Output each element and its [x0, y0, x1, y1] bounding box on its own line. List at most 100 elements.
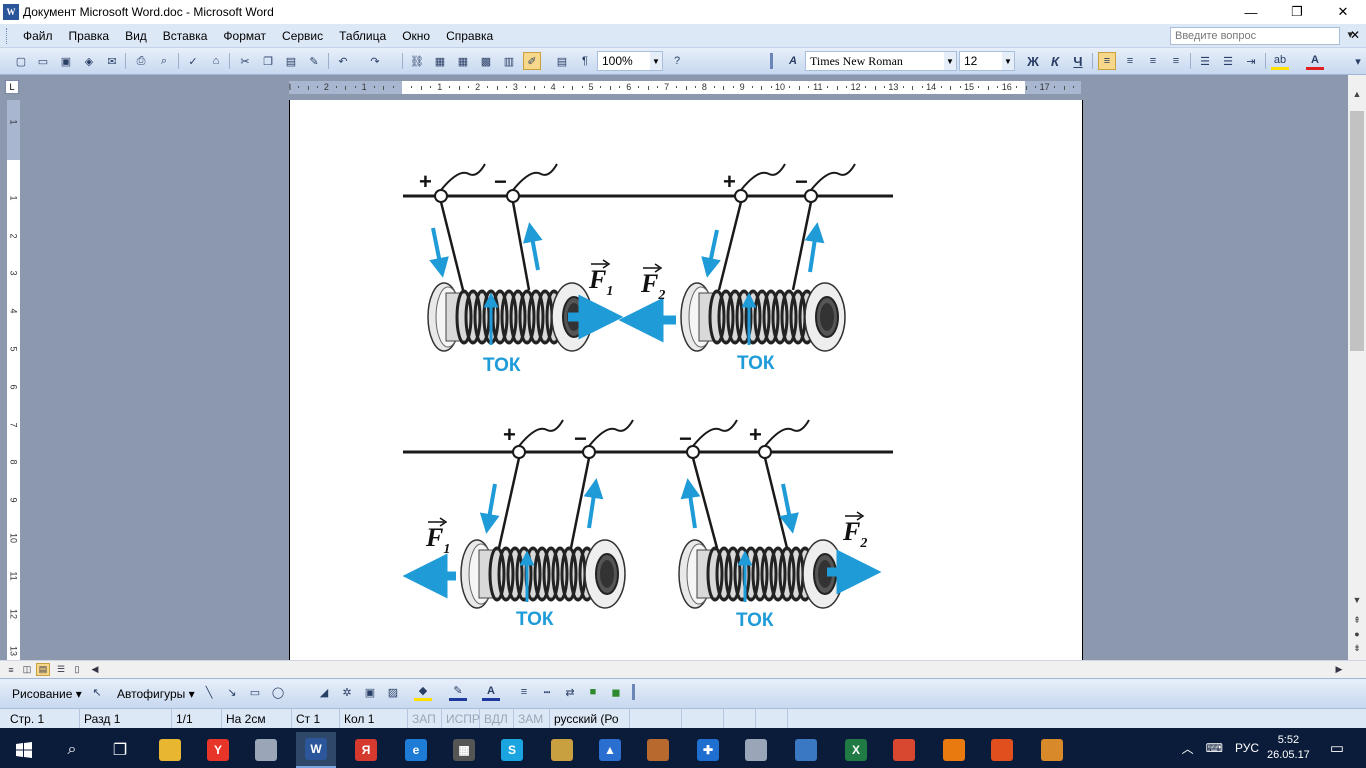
shadow-icon[interactable]: ■: [589, 686, 597, 698]
arrow-icon[interactable]: ↘: [227, 686, 237, 699]
undo-icon[interactable]: ↶: [338, 55, 348, 68]
save-icon[interactable]: ▣: [60, 55, 72, 68]
align-center-icon[interactable]: ≡: [1126, 55, 1134, 67]
justify-icon[interactable]: ≡: [1172, 55, 1180, 67]
word-app-icon[interactable]: W: [3, 4, 19, 20]
insert-excel-icon[interactable]: ▩: [480, 55, 492, 68]
minimize-button[interactable]: —: [1244, 4, 1258, 20]
print-icon[interactable]: ⎙: [136, 54, 146, 67]
vertical-scrollbar[interactable]: ▲ ▼ ⇞ ● ⇟: [1348, 75, 1366, 660]
word-app-taskbar-button[interactable]: W: [296, 732, 336, 768]
excel-app-taskbar-button[interactable]: X: [836, 732, 876, 768]
numbering-icon[interactable]: ☰: [1200, 55, 1210, 68]
indent-icon[interactable]: ⇥: [1246, 55, 1256, 68]
font-color-icon[interactable]: A: [1306, 52, 1324, 70]
insert-table-icon[interactable]: ▦: [457, 55, 469, 68]
print-preview-icon[interactable]: ⌕: [160, 54, 168, 67]
browse-object-icon[interactable]: ●: [1354, 629, 1360, 639]
3d-icon[interactable]: ◼: [611, 686, 621, 699]
menu-edit[interactable]: Правка: [68, 28, 110, 43]
notifications-icon[interactable]: ▭: [1329, 740, 1344, 757]
menu-view[interactable]: Вид: [125, 28, 147, 43]
tools-app-taskbar-button[interactable]: [638, 732, 678, 768]
line-color-icon[interactable]: ✎: [449, 683, 467, 701]
scroll-down-icon[interactable]: ▼: [1352, 595, 1362, 605]
uploader-app-taskbar-button[interactable]: ▲: [590, 732, 630, 768]
help-icon[interactable]: ?: [673, 55, 681, 67]
chevron-down-icon[interactable]: ▼: [944, 52, 956, 70]
oval-icon[interactable]: ◯: [271, 686, 285, 699]
status-track[interactable]: ИСПР: [442, 709, 480, 729]
menu-file[interactable]: Файл: [23, 28, 53, 43]
highlight-icon[interactable]: ab: [1271, 52, 1289, 70]
scroll-up-icon[interactable]: ▲: [1352, 89, 1362, 99]
paste-icon[interactable]: ▤: [285, 55, 297, 68]
chevron-down-icon[interactable]: ▼: [650, 52, 662, 70]
input-language[interactable]: РУС: [1234, 741, 1259, 755]
doc-map-icon[interactable]: ▤: [556, 55, 568, 68]
font-select[interactable]: Times New Roman▼: [805, 51, 957, 71]
yandex-app-taskbar-button[interactable]: Я: [346, 732, 386, 768]
align-right-icon[interactable]: ≡: [1149, 55, 1157, 67]
print-layout-icon[interactable]: ▤: [36, 663, 50, 676]
disc-app-taskbar-button[interactable]: [736, 732, 776, 768]
status-rec[interactable]: ЗАП: [408, 709, 442, 729]
drawing-icon[interactable]: ✐: [523, 52, 541, 70]
columns-icon[interactable]: ▥: [503, 55, 515, 68]
opera-app-taskbar-button[interactable]: [884, 732, 924, 768]
hyperlink-icon[interactable]: ⛓: [410, 55, 424, 68]
status-extend[interactable]: ВДЛ: [480, 709, 514, 729]
clock[interactable]: 5:52 26.05.17: [1267, 733, 1310, 763]
pilcrow-icon[interactable]: ¶: [582, 55, 588, 67]
open-folder-icon[interactable]: ▭: [37, 55, 49, 68]
security-app-taskbar-button[interactable]: [982, 732, 1022, 768]
align-left-icon[interactable]: ≡: [1098, 52, 1116, 70]
menu-window[interactable]: Окно: [402, 28, 431, 43]
maximize-button[interactable]: ❐: [1291, 4, 1303, 19]
zoom-select[interactable]: 100%▼: [597, 51, 663, 71]
diagram-icon[interactable]: ✲: [342, 686, 352, 699]
task-view-icon[interactable]: ❐: [112, 742, 128, 759]
chevron-down-icon[interactable]: ▼: [1002, 52, 1014, 70]
tables-borders-icon[interactable]: ▦: [434, 55, 446, 68]
file-explorer-taskbar-button[interactable]: [150, 732, 190, 768]
edge-browser-taskbar-button[interactable]: e: [396, 732, 436, 768]
horizontal-ruler[interactable]: L 3211234567891011121314151617: [0, 75, 1366, 100]
permission-icon[interactable]: ◈: [84, 55, 94, 68]
reading-view-icon[interactable]: ▯: [74, 664, 80, 674]
line-icon[interactable]: ╲: [205, 686, 213, 699]
doc-close-button[interactable]: ✕: [1349, 28, 1360, 42]
menu-insert[interactable]: Вставка: [162, 28, 208, 43]
outline-view-icon[interactable]: ☰: [56, 664, 66, 674]
archive-app-taskbar-button[interactable]: [1032, 732, 1072, 768]
copy-icon[interactable]: ❐: [263, 55, 273, 68]
scroll-right-icon[interactable]: ▶: [1335, 664, 1343, 674]
drawing-menu[interactable]: Рисование ▾: [12, 687, 82, 701]
search-icon[interactable]: ⌕: [67, 741, 77, 758]
scroll-thumb[interactable]: [1350, 111, 1364, 351]
dash-style-icon[interactable]: ┅: [543, 686, 551, 699]
remote-app-taskbar-button[interactable]: [786, 732, 826, 768]
yandex-browser-taskbar-button[interactable]: Y: [198, 732, 238, 768]
shield-app-taskbar-button[interactable]: ✚: [688, 732, 728, 768]
email-icon[interactable]: ✉: [107, 55, 117, 68]
picture-icon[interactable]: ▨: [387, 686, 399, 699]
next-page-icon[interactable]: ⇟: [1353, 643, 1361, 653]
arrow-style-icon[interactable]: ⇄: [565, 686, 575, 699]
normal-view-icon[interactable]: ≡: [8, 664, 14, 675]
tray-chevron-up-icon[interactable]: ︿: [1181, 741, 1194, 756]
underline-button[interactable]: Ч: [1073, 53, 1083, 69]
menu-help[interactable]: Справка: [446, 28, 494, 43]
redo-icon[interactable]: ↷: [370, 55, 380, 68]
draw-font-color-icon[interactable]: A: [482, 683, 500, 701]
close-button[interactable]: ✕: [1337, 4, 1349, 19]
menu-format[interactable]: Формат: [223, 28, 267, 43]
mascot-app-taskbar-button[interactable]: [542, 732, 582, 768]
research-icon[interactable]: ⌂: [212, 55, 220, 67]
status-language[interactable]: русский (Ро: [550, 709, 630, 729]
paint-app-taskbar-button[interactable]: [246, 732, 286, 768]
prev-page-icon[interactable]: ⇞: [1353, 615, 1361, 625]
